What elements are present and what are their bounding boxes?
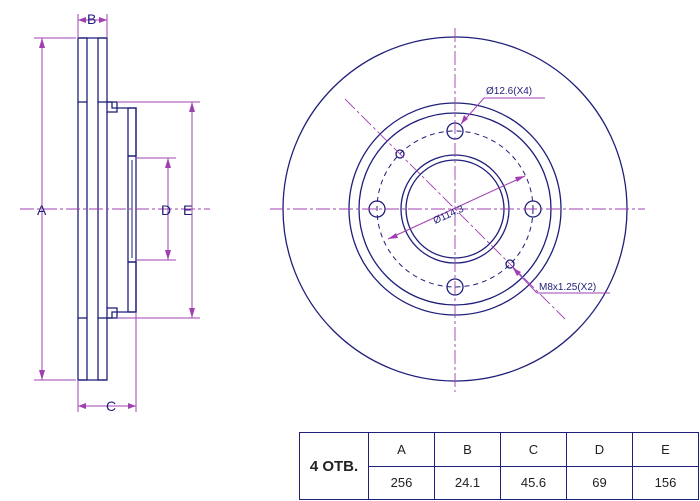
- table-header: E: [632, 432, 699, 467]
- table-header: B: [434, 432, 501, 467]
- label-c: C: [106, 398, 116, 414]
- thread-hole-1: [395, 149, 405, 159]
- dimension-d: [137, 157, 176, 261]
- table-header: C: [500, 432, 567, 467]
- hole-diameter-note: Ø12.6(X4): [486, 86, 532, 97]
- hub-wall-top: [106, 101, 118, 113]
- table-cell: 156: [632, 465, 699, 500]
- label-e: E: [183, 202, 192, 218]
- label-b: B: [87, 11, 96, 27]
- table-cell: 24.1: [434, 465, 501, 500]
- label-a: A: [37, 202, 47, 218]
- pcd-dimension: [387, 175, 526, 240]
- hub-flange-bottom: [127, 261, 137, 313]
- outer-ring-left-top: [77, 37, 88, 103]
- table-header: D: [566, 432, 633, 467]
- table-cell: 69: [566, 465, 633, 500]
- table-cell: 256: [368, 465, 435, 500]
- outer-ring-right-bottom: [97, 317, 108, 381]
- side-section-view: [77, 37, 137, 381]
- thread-note: M8x1.25(X2): [539, 282, 596, 293]
- table-cell: 45.6: [500, 465, 567, 500]
- label-d: D: [161, 202, 171, 218]
- hub-flange-top: [127, 107, 137, 157]
- dimension-c: [77, 313, 137, 412]
- dimension-b: [77, 14, 108, 37]
- pcd-note: Ø114.3: [432, 203, 466, 226]
- thread-leader: [512, 267, 610, 294]
- hub-wall-bottom: [106, 307, 118, 319]
- outer-ring-right-top: [97, 37, 108, 103]
- dimension-e: [118, 101, 200, 319]
- table-header: A: [368, 432, 435, 467]
- hole-diameter-leader: [460, 97, 545, 125]
- thread-hole-2: [505, 259, 515, 269]
- spec-table: 4 ОТВ. A B C D E 256 24.1 45.6 69 156: [299, 432, 699, 500]
- outer-ring-left-bottom: [77, 317, 88, 381]
- dimension-a: [34, 37, 76, 381]
- table-value-row: 256 24.1 45.6 69 156: [300, 465, 699, 500]
- holes-label: 4 ОТВ.: [299, 432, 369, 500]
- table-header-row: 4 ОТВ. A B C D E: [299, 432, 699, 500]
